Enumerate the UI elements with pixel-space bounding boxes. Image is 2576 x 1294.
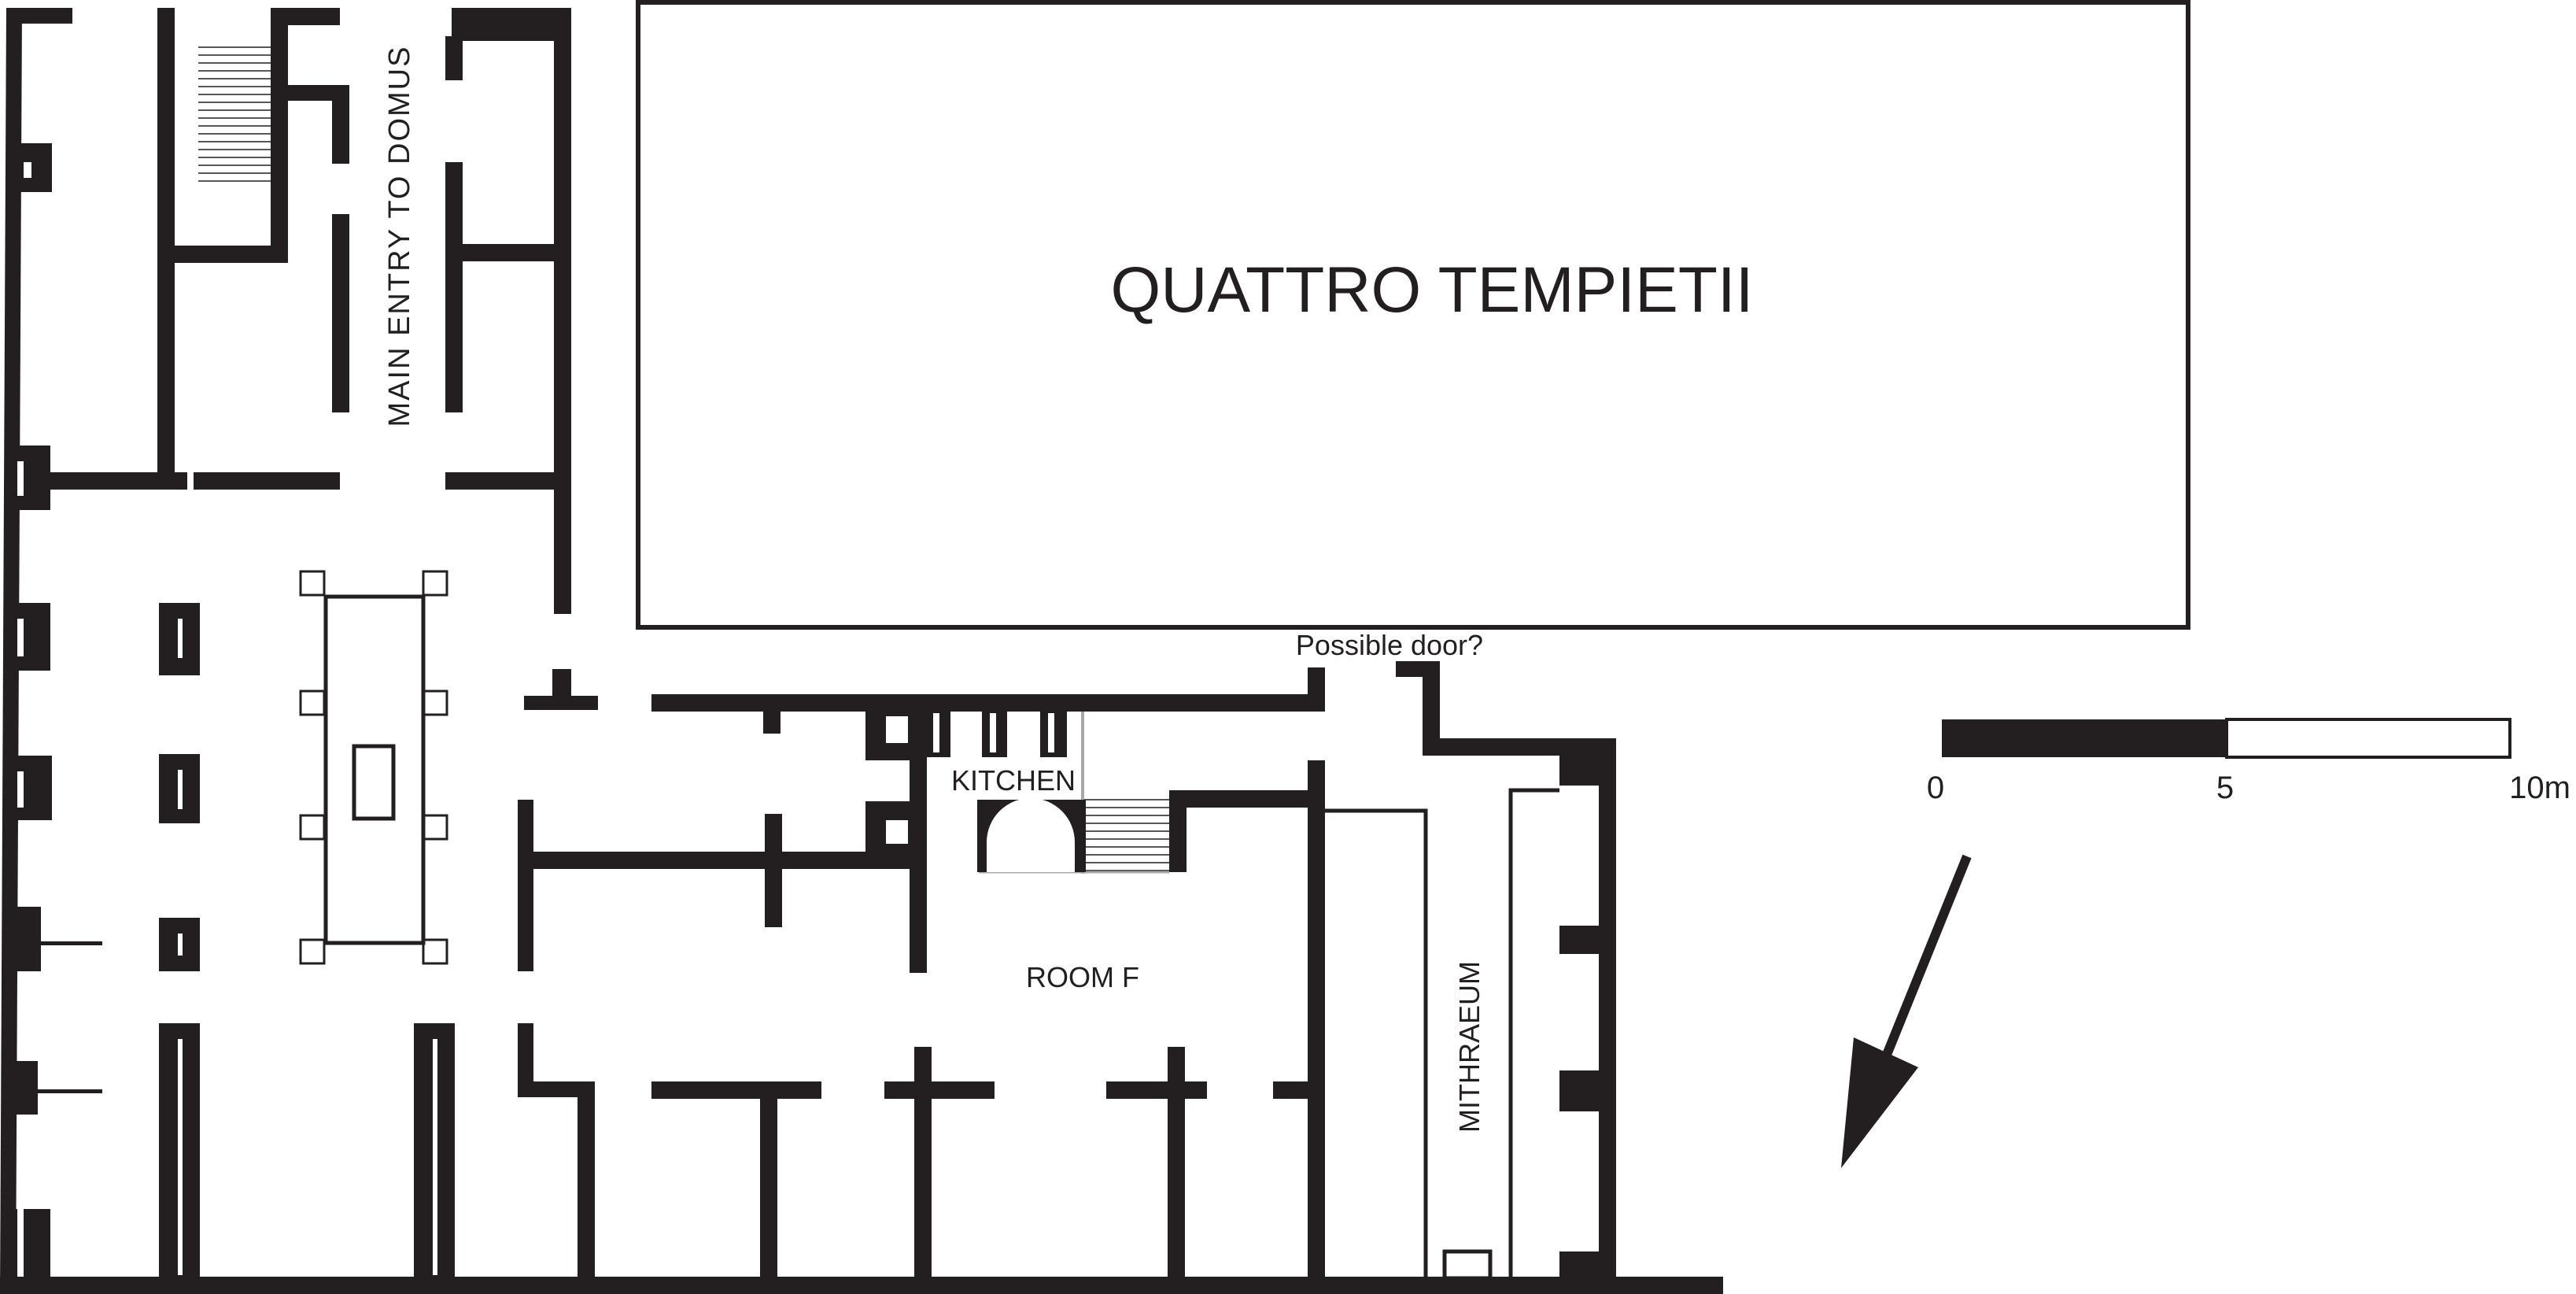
wall [578,1081,595,1294]
west-cross-wall [194,472,340,490]
wall [914,1047,932,1294]
column-base [299,814,326,841]
entry-cross-wall [445,472,559,490]
possible-door-label: Possible door? [1296,629,1483,661]
quattro-tempietti-label: QUATTRO TEMPIETII [1111,254,1754,326]
entry-wall [445,36,463,80]
arrow-south-west-icon [1841,854,1972,1168]
mithraeum-altar [1442,1249,1493,1281]
entry-wall [445,162,463,412]
wall [760,1081,777,1294]
west-cross-wall [22,472,187,490]
column-base [299,570,326,597]
mithraeum-pier [1559,749,1605,786]
stair-wall-east [271,8,288,263]
mithraeum-label: MITHRAEUM [1453,961,1485,1133]
mithraeum-east-wall [1599,738,1616,1294]
stair-wall-bottom [175,246,288,263]
wall [884,1081,995,1099]
corridor-north-wall [651,694,1325,712]
wall [533,852,910,869]
wall [518,1081,595,1097]
wall [518,800,533,971]
west-outer-wall [0,8,22,1294]
thin-wall [36,941,102,945]
kitchen-wall [910,708,927,973]
wall [765,814,782,927]
column-base [422,814,448,841]
t-wall [552,669,571,701]
pier [9,1061,38,1115]
door-jamb [1423,661,1440,754]
staircase-kitchen [1084,799,1169,871]
main-entry-label: MAIN ENTRY TO DOMUS [383,46,416,427]
wall [1273,1081,1312,1099]
staircase-north [198,46,271,182]
kitchen-oven [977,798,1086,872]
entry-wall [332,214,349,412]
column-base [299,938,326,965]
stair-wall-west [157,8,175,486]
mithraeum-pier [1559,926,1605,954]
mithraeum-bench-west [1325,808,1428,1277]
stub [763,708,781,734]
kitchen-wall [1169,790,1187,872]
outlines [299,0,2190,1281]
stair-top-stub [271,8,340,25]
wall [1168,1047,1185,1294]
room-f-label: ROOM F [1026,961,1139,993]
scale-tick-end: 10m [2509,771,2570,805]
walls [0,8,1723,1294]
impluvium-basin [352,744,396,821]
wall [518,1023,533,1096]
column-base [422,570,448,597]
pier [14,907,41,971]
entry-cross-wall [463,244,554,261]
kitchen-wall [1169,790,1316,808]
room-f-east-wall [1308,760,1325,1294]
pier [14,143,52,192]
column-base [299,690,326,716]
south-boundary-wall [0,1277,1723,1294]
scale-tick-mid: 5 [2216,771,2234,805]
column-base [422,938,448,965]
thin-wall [36,1089,102,1093]
corridor-north-wall-end [1308,667,1325,712]
scale-bar: 0 5 10m [1927,718,2570,805]
scale-bar-empty [2225,718,2511,759]
t-wall [524,696,598,710]
scale-tick-start: 0 [1927,771,1944,805]
scale-bar-filled [1942,719,2227,757]
wall [651,1081,821,1099]
top-left-wall-stub [6,8,72,24]
kitchen-label: KITCHEN [951,764,1076,797]
quattro-tempietti-outline [636,0,2190,630]
mithraeum-bench-east [1508,788,1559,1277]
stair-side-wall [288,85,340,101]
impluvium [323,594,426,945]
wall [1106,1081,1207,1099]
mithraeum-pier [1559,1070,1605,1111]
column-base [422,690,448,716]
entry-wall-east [554,8,571,614]
stair-side-wall [332,85,349,164]
pier-inner-lines [17,24,1054,1277]
